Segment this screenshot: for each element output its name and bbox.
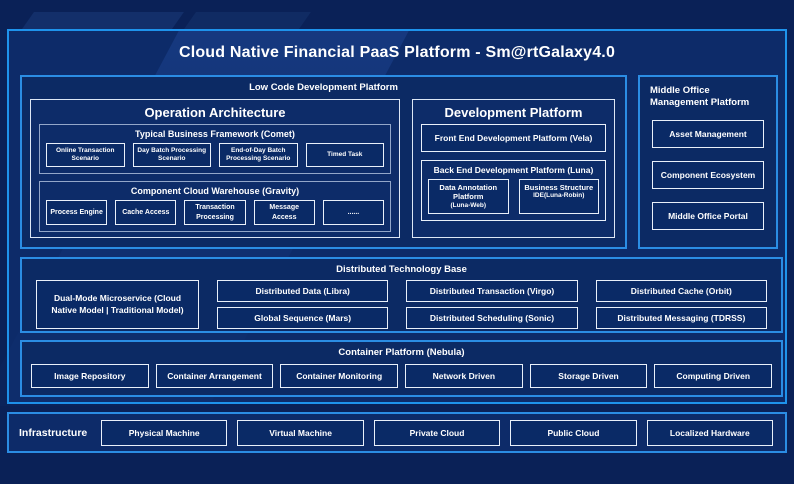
box-physical-machine: Physical Machine [101,419,228,446]
component-cloud-warehouse-items: Process Engine Cache Access Transaction … [46,200,385,225]
box-end-of-day-batch-processing-scenario: End-of-Day Batch Processing Scenario [219,143,298,167]
typical-business-framework-title: Typical Business Framework (Comet) [135,129,295,139]
middle-office-title: Middle Office Management Platform [650,85,750,109]
box-business-structure-ide: Business Structure IDE(Luna-Robin) [518,179,599,215]
box-middle-office-portal: Middle Office Portal [652,201,764,230]
box-distributed-cache-orbit: Distributed Cache (Orbit) [595,280,767,302]
back-end-development-platform-title: Back End Development Platform (Luna) [433,165,594,175]
box-process-engine: Process Engine [46,200,108,225]
distributed-column-1: Distributed Data (Libra) Global Sequence… [217,280,389,329]
distributed-technology-base-title: Distributed Technology Base [336,264,467,275]
data-annotation-platform-sub: (Luna-Web) [450,201,487,209]
box-localized-hardware: Localized Hardware [646,419,774,446]
box-message-access: Message Access [253,200,315,225]
box-dual-mode-microservice: Dual-Mode Microservice (Cloud Native Mod… [36,280,199,329]
low-code-content: Operation Architecture Typical Business … [22,93,625,238]
box-front-end-development-platform-vela: Front End Development Platform (Vela) [421,124,606,152]
operation-architecture-box: Operation Architecture Typical Business … [30,99,400,238]
component-cloud-warehouse-box: Component Cloud Warehouse (Gravity) Proc… [39,181,391,232]
box-network-driven: Network Driven [405,364,523,388]
box-data-annotation-platform: Data Annotation Platform (Luna-Web) [428,179,509,215]
box-component-ecosystem: Component Ecosystem [652,160,764,189]
development-platform-box: Development Platform Front End Developme… [412,99,615,238]
top-diagonal-streak [22,12,184,29]
box-transaction-processing: Transaction Processing [184,200,246,225]
container-platform-title: Container Platform (Nebula) [338,347,465,358]
data-annotation-platform-name: Data Annotation Platform [439,183,498,202]
distributed-technology-base-section: Distributed Technology Base Dual-Mode Mi… [20,257,783,333]
box-image-repository: Image Repository [31,364,149,388]
container-platform-items: Image Repository Container Arrangement C… [22,358,781,388]
business-structure-name: Business Structure [524,183,594,192]
container-platform-section: Container Platform (Nebula) Image Reposi… [20,340,783,397]
platform-diagram-frame: Cloud Native Financial PaaS Platform - S… [0,29,787,406]
box-distributed-scheduling-sonic: Distributed Scheduling (Sonic) [406,307,578,329]
box-cache-access: Cache Access [115,200,177,225]
middle-office-management-platform-section: Middle Office Management Platform Asset … [638,75,778,249]
box-distributed-data-libra: Distributed Data (Libra) [217,280,389,302]
box-distributed-messaging-tdrss: Distributed Messaging (TDRSS) [595,307,767,329]
low-code-development-platform-section: Low Code Development Platform Operation … [20,75,627,249]
low-code-section-title: Low Code Development Platform [249,82,398,93]
box-private-cloud: Private Cloud [373,419,501,446]
box-storage-driven: Storage Driven [529,364,648,388]
development-platform-title: Development Platform [444,105,583,120]
box-day-batch-processing-scenario: Day Batch Processing Scenario [132,143,211,167]
box-virtual-machine: Virtual Machine [237,419,364,446]
diagram-title: Cloud Native Financial PaaS Platform - S… [178,44,616,61]
box-global-sequence-mars: Global Sequence (Mars) [217,307,389,329]
top-diagonal-streak [184,12,311,29]
box-ellipsis-more: ...... [322,200,385,225]
box-container-arrangement: Container Arrangement [155,364,274,388]
box-online-transaction-scenario: Online Transaction Scenario [46,143,125,167]
operation-architecture-title: Operation Architecture [144,105,286,120]
box-computing-driven: Computing Driven [654,364,773,388]
box-container-monitoring: Container Monitoring [280,364,399,388]
typical-business-framework-box: Typical Business Framework (Comet) Onlin… [39,124,391,174]
back-end-development-platform-box: Back End Development Platform (Luna) Dat… [421,160,606,222]
business-structure-sub: IDE(Luna-Robin) [533,192,585,200]
distributed-column-3: Distributed Cache (Orbit) Distributed Me… [595,280,767,329]
box-distributed-transaction-virgo: Distributed Transaction (Virgo) [406,280,578,302]
box-timed-task: Timed Task [305,143,384,167]
box-public-cloud: Public Cloud [510,419,637,446]
distributed-column-2: Distributed Transaction (Virgo) Distribu… [406,280,578,329]
distributed-content: Dual-Mode Microservice (Cloud Native Mod… [22,275,781,329]
middle-office-items: Asset Management Component Ecosystem Mid… [640,110,776,230]
typical-business-framework-items: Online Transaction Scenario Day Batch Pr… [46,143,384,167]
infrastructure-section: Infrastructure Physical Machine Virtual … [7,412,787,453]
component-cloud-warehouse-title: Component Cloud Warehouse (Gravity) [130,186,300,196]
box-asset-management: Asset Management [652,119,764,148]
back-end-items: Data Annotation Platform (Luna-Web) Busi… [428,179,599,215]
infrastructure-label: Infrastructure [19,426,88,439]
